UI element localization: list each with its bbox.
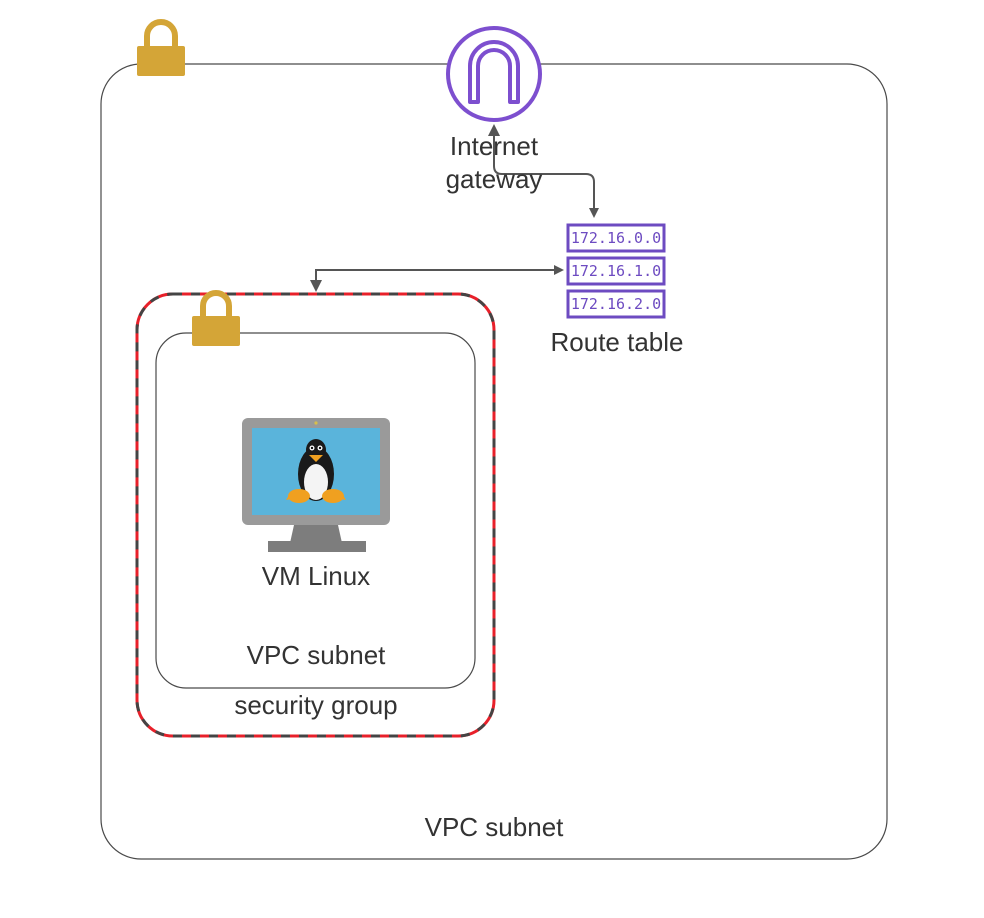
inner-lock-icon <box>192 290 240 346</box>
internet-gateway-label-line1: Internet <box>449 131 539 161</box>
route-entry: 172.16.0.0 <box>566 223 666 253</box>
outer-lock-icon <box>137 19 185 76</box>
route-entry: 172.16.2.0 <box>566 289 666 319</box>
vm-linux-icon <box>242 418 390 552</box>
route-entry-text: 172.16.0.0 <box>571 229 661 247</box>
route-entry-text: 172.16.1.0 <box>571 262 661 280</box>
gateway-arrowhead <box>488 124 500 136</box>
penguin-icon <box>286 439 346 503</box>
security-group-arrowhead <box>310 280 322 292</box>
inner-vpc-subnet-label: VPC subnet <box>246 640 386 670</box>
route-entry: 172.16.1.0 <box>566 256 666 286</box>
vm-linux-label: VM Linux <box>261 561 371 591</box>
gateway-route-connector <box>493 134 599 218</box>
outer-vpc-subnet-label: VPC subnet <box>424 812 564 842</box>
security-group-dash-overlay <box>135 292 496 738</box>
route-table: 172.16.0.0 172.16.1.0 172.16.2.0 <box>566 223 666 319</box>
route-security-connector <box>315 265 564 282</box>
security-group-label: security group <box>234 690 398 720</box>
internet-gateway-icon <box>446 26 542 122</box>
internet-gateway-label-line2: gateway <box>445 164 543 194</box>
route-table-label: Route table <box>550 327 684 357</box>
route-entry-text: 172.16.2.0 <box>571 295 661 313</box>
